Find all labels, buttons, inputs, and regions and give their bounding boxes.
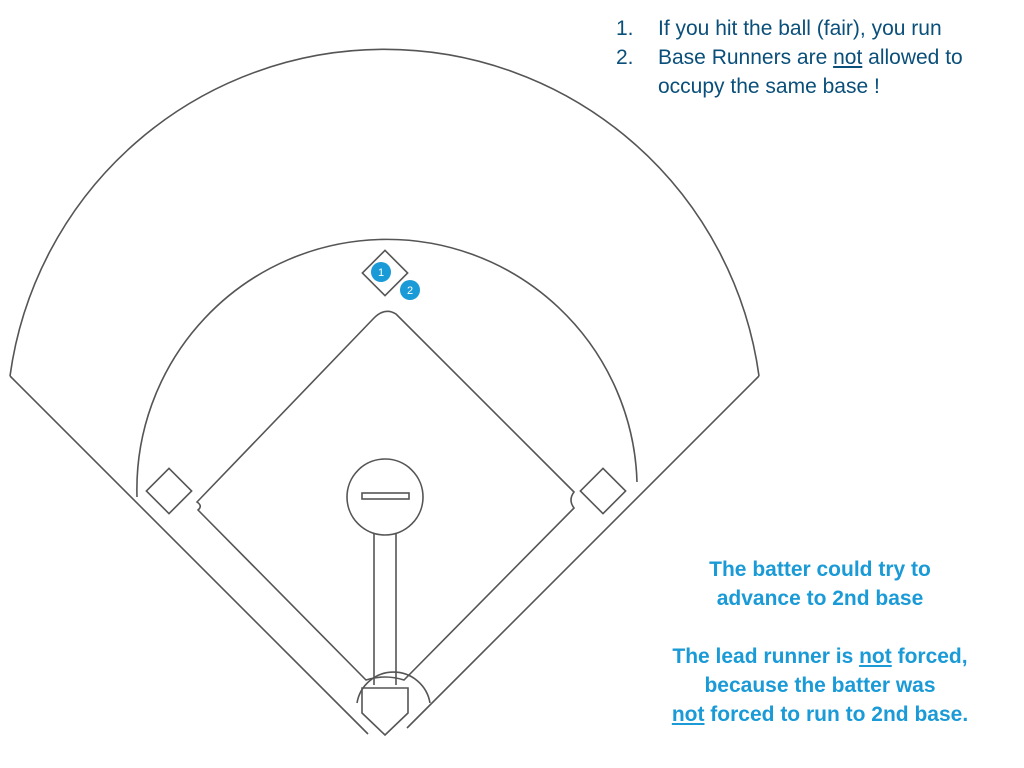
rule-item: 2. Base Runners are not allowed to occup… (616, 43, 1016, 101)
rules-list: 1. If you hit the ball (fair), you run 2… (616, 14, 1016, 101)
note-line: advance to 2nd base (716, 587, 924, 610)
note-line: not forced to run to 2nd base. (671, 703, 969, 726)
rule-number: 1. (616, 17, 634, 40)
outfield-fence (9, 48, 760, 377)
right-foul-line (406, 375, 760, 729)
note-line: because the batter was (704, 674, 936, 697)
second-base (361, 249, 409, 297)
third-base (145, 467, 193, 515)
rule-item: 1. If you hit the ball (fair), you run (616, 14, 1016, 43)
infield-diamond (195, 310, 576, 681)
runner-2: 2 (400, 280, 420, 300)
note-emphasis: not (859, 645, 892, 668)
runner-1-label: 1 (378, 267, 384, 279)
pitchers-mound (346, 458, 424, 536)
note-line: The batter could try to (709, 558, 931, 581)
note-emphasis: not (671, 703, 705, 726)
runner-2-label: 2 (407, 285, 413, 297)
rule-text-continued: allowed to occupy the same base ! (658, 46, 963, 98)
rule-text: Base Runners are (658, 46, 834, 69)
note-line: The lead runner is not forced, (672, 645, 968, 668)
left-foul-line (9, 375, 369, 735)
rule-number: 2. (616, 46, 634, 69)
pitchers-rubber (361, 492, 410, 500)
first-base (579, 467, 627, 515)
runner-1: 1 (371, 262, 391, 282)
infield-arc (136, 238, 638, 498)
rule-emphasis: not (833, 46, 863, 69)
explanation-note: The batter could try to advance to 2nd b… (620, 555, 1020, 729)
rule-text: If you hit the ball (fair), you run (658, 17, 942, 40)
home-plate (361, 687, 409, 737)
